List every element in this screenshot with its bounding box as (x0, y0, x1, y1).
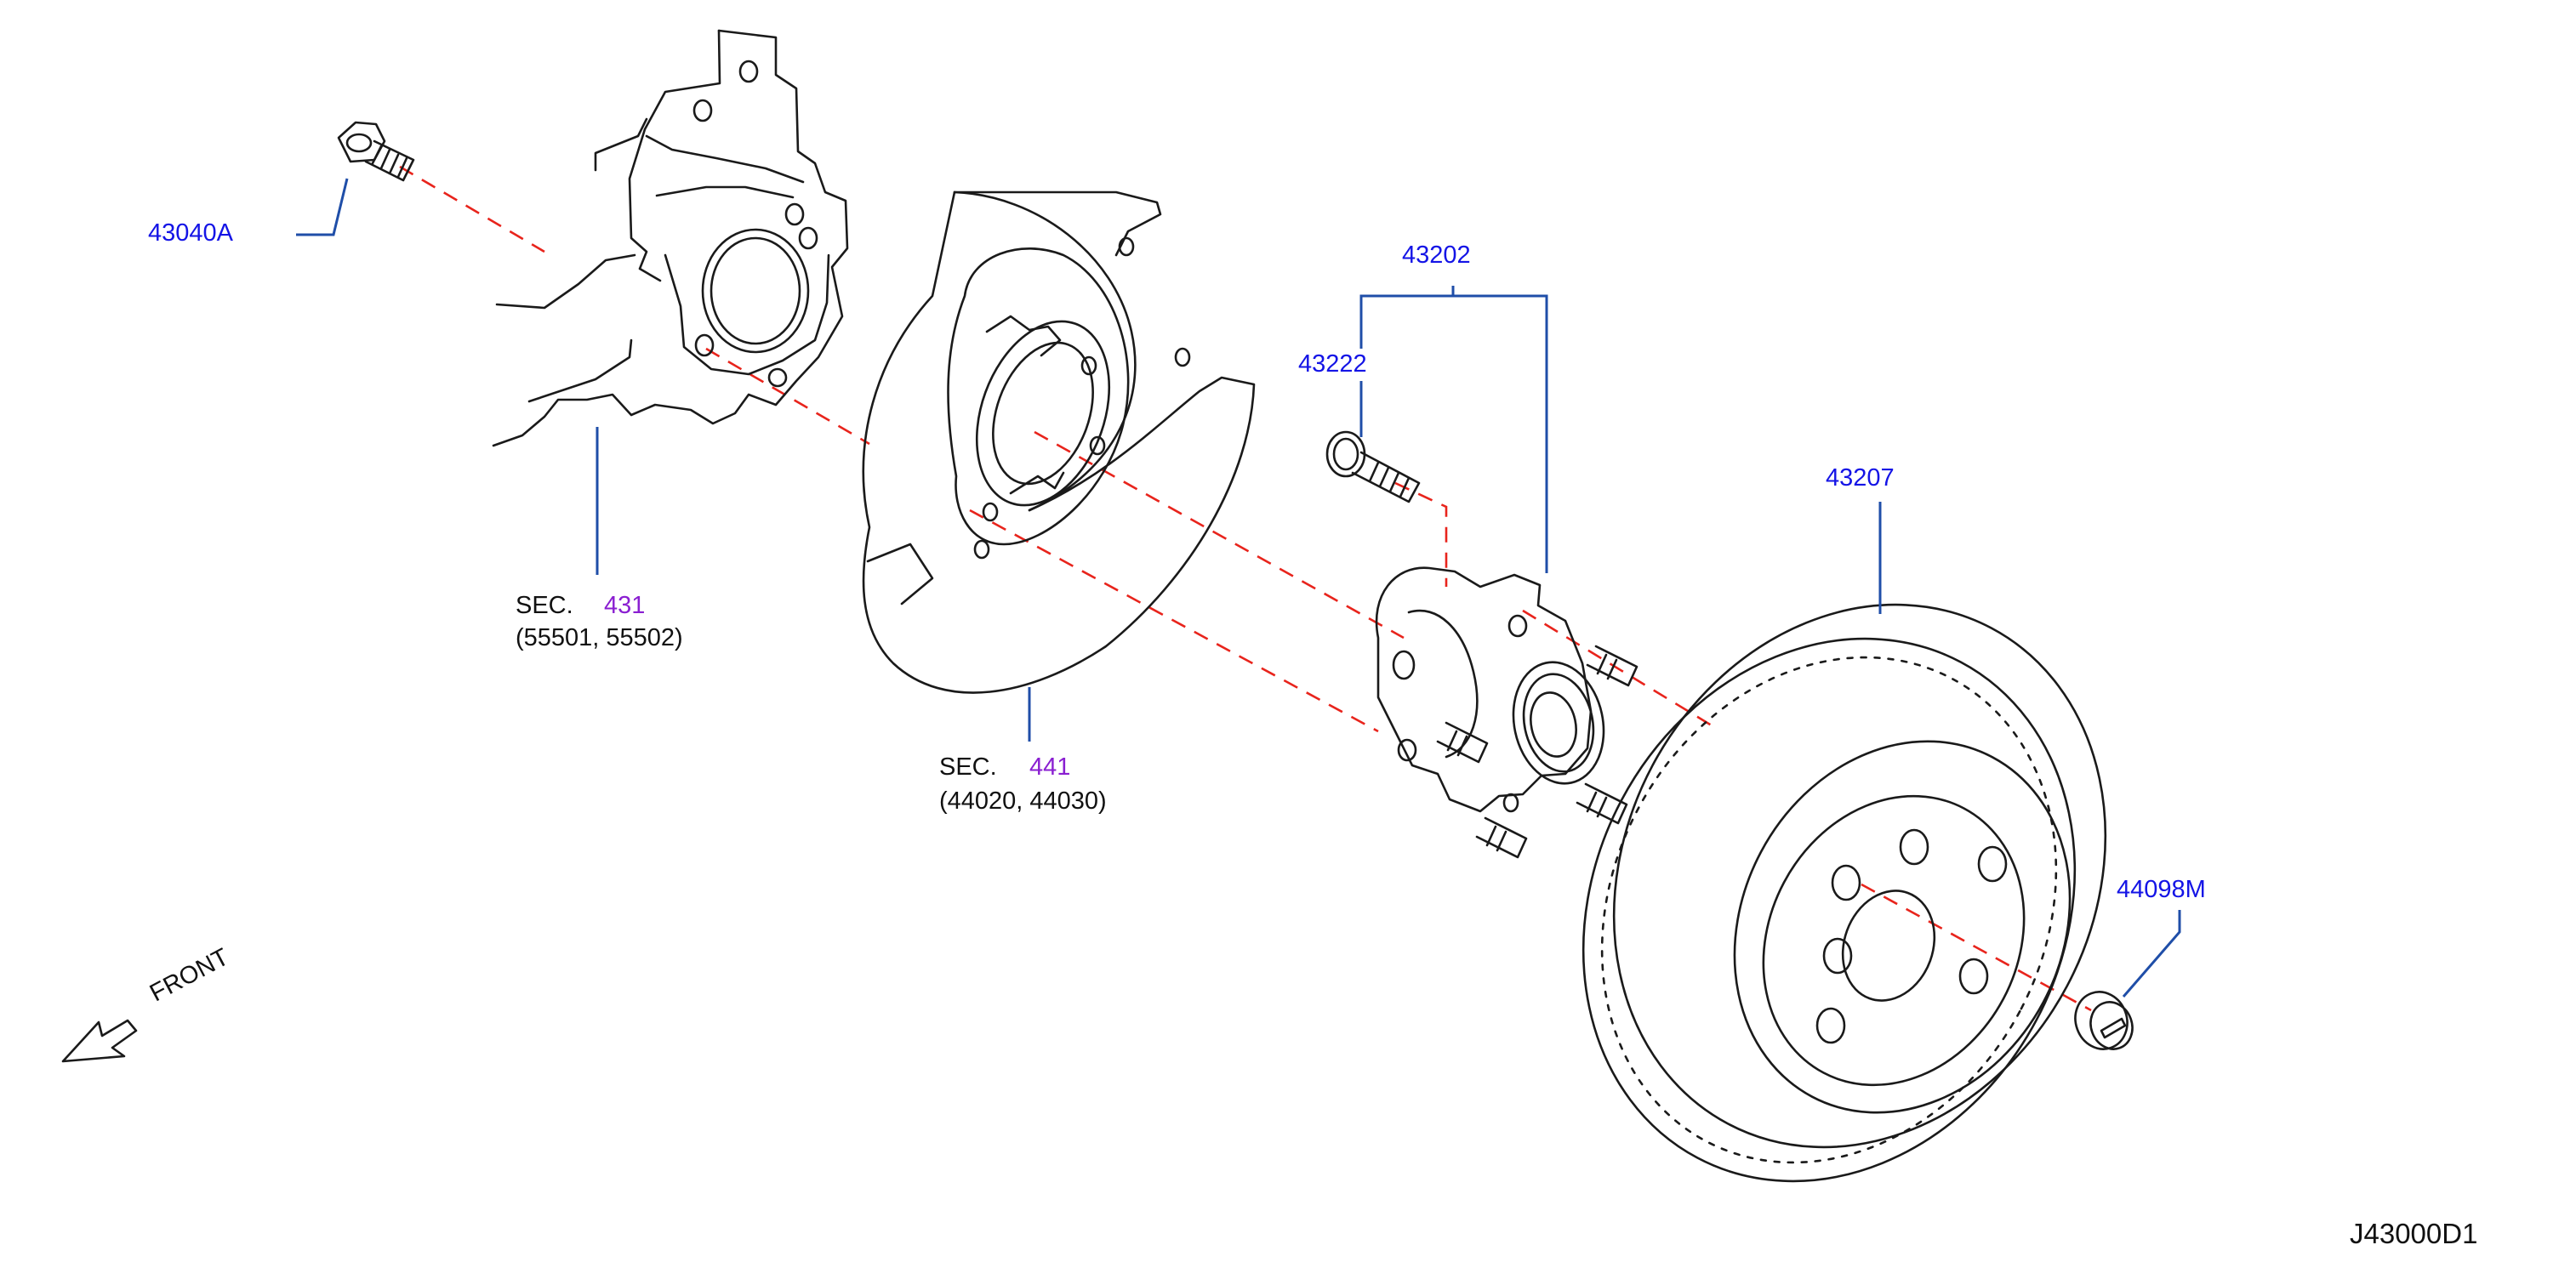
knuckle-section-link[interactable]: 431 (604, 592, 646, 619)
part-label-43202[interactable]: 43202 (1402, 242, 1471, 269)
brake-disc-rotor[interactable] (1490, 518, 2198, 1262)
hub-cap[interactable] (2067, 985, 2139, 1056)
knuckle-section-prefix: SEC. (516, 592, 573, 619)
leader-lines (296, 178, 2181, 998)
diagram-id: J43000D1 (2350, 1218, 2478, 1249)
assembly-center-lines (399, 165, 2092, 1012)
part-label-43222[interactable]: 43222 (1298, 350, 1367, 378)
backing-plate-section-prefix: SEC. (939, 753, 997, 781)
part-label-44098M[interactable]: 44098M (2117, 876, 2206, 903)
steering-knuckle[interactable] (492, 29, 849, 447)
backing-plate-section-link[interactable]: 441 (1029, 753, 1071, 781)
hub-bolt[interactable] (1325, 430, 1421, 503)
part-label-43207[interactable]: 43207 (1826, 464, 1895, 492)
knuckle-part-numbers: (55501, 55502) (516, 624, 683, 651)
wheel-hub-assembly[interactable] (1375, 566, 1638, 859)
brake-backing-plate[interactable] (862, 190, 1256, 694)
front-arrow-icon (61, 1019, 138, 1063)
part-label-43040A[interactable]: 43040A (148, 219, 233, 247)
knuckle-bolt[interactable] (337, 121, 415, 182)
backing-plate-part-numbers: (44020, 44030) (939, 787, 1107, 815)
